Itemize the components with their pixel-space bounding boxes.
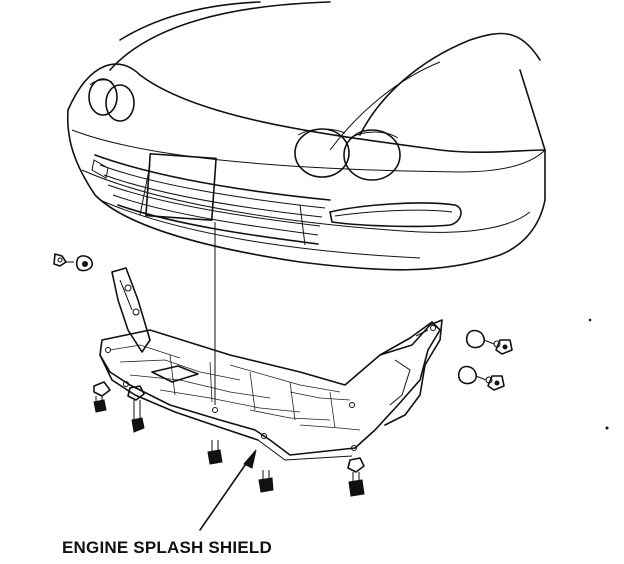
car-front-icon	[66, 1, 546, 271]
bolt-icon	[258, 470, 274, 493]
bolt-icon	[347, 457, 365, 497]
bolt-icon	[93, 381, 111, 413]
leader-arrow-icon	[199, 449, 257, 531]
bolt-icon	[207, 440, 223, 465]
bolt-icon	[127, 385, 145, 433]
diagram-caption: ENGINE SPLASH SHIELD	[62, 538, 272, 557]
splash-shield-icon	[99, 267, 443, 461]
clip-icon	[465, 329, 513, 355]
clip-icon	[53, 253, 94, 272]
clip-icon	[457, 365, 505, 391]
